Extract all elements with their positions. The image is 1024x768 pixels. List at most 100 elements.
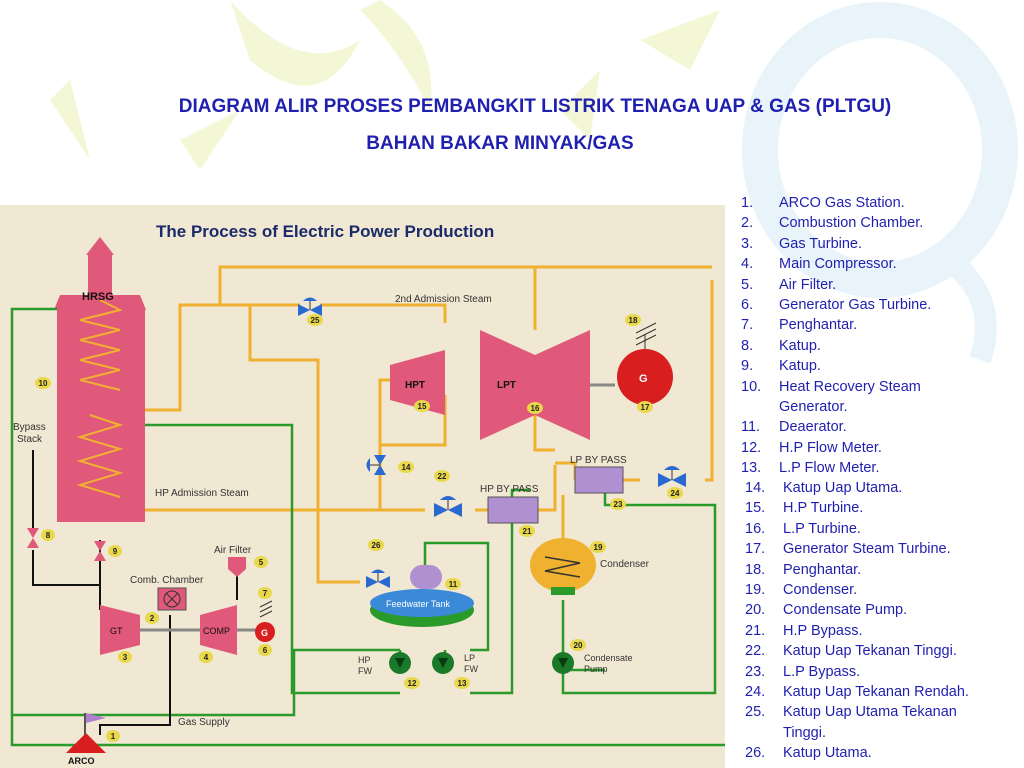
- page-subtitle: BAHAN BAKAR MINYAK/GAS: [366, 133, 634, 154]
- svg-text:LP: LP: [464, 653, 475, 663]
- bypass-stack-label-1: Bypass: [13, 422, 46, 433]
- svg-text:2: 2: [150, 614, 155, 623]
- legend-list-1: 1.ARCO Gas Station. 2.Combustion Chamber…: [741, 193, 931, 479]
- process-diagram: The Process of Electric Power Production…: [0, 205, 725, 768]
- number-badges: 10 8 9 2 3 4 5 6 7 1 25 15 16 17 18 14 2…: [35, 314, 683, 742]
- svg-text:FW: FW: [358, 666, 372, 676]
- gas-turbine: GT: [100, 605, 140, 655]
- legend-item: 25.Katup Uap Utama Tekanan: [745, 704, 957, 721]
- svg-text:HP: HP: [358, 655, 371, 665]
- arco-station: ARCO Gas Supply: [66, 713, 230, 766]
- svg-text:4: 4: [204, 653, 209, 662]
- svg-text:Air Filter: Air Filter: [214, 545, 252, 556]
- svg-text:10: 10: [39, 379, 48, 388]
- gas-turbine-generator: G: [237, 600, 275, 642]
- steam-lines: [145, 265, 714, 584]
- svg-text:17: 17: [641, 403, 650, 412]
- legend-item-cont: Tinggi.: [783, 724, 826, 741]
- hp-bypass: HP BY PASS: [480, 484, 539, 524]
- page-title: DIAGRAM ALIR PROSES PEMBANGKIT LISTRIK T…: [178, 96, 892, 117]
- svg-text:ARCO: ARCO: [68, 756, 95, 766]
- svg-text:Feedwater Tank: Feedwater Tank: [386, 599, 450, 609]
- legend-item: 22.Katup Uap Tekanan Tinggi.: [745, 643, 957, 660]
- svg-text:Condensate: Condensate: [584, 653, 633, 663]
- hp-turbine: HPT: [390, 350, 445, 415]
- legend-item: 16.L.P Turbine.: [745, 520, 861, 537]
- legend-item: 24.Katup Uap Tekanan Rendah.: [745, 684, 969, 701]
- legend-item: 11.Deaerator.: [741, 419, 847, 436]
- legend-item: 23.L.P Bypass.: [745, 663, 861, 680]
- legend-item: 3.Gas Turbine.: [741, 235, 863, 252]
- svg-text:Gas Supply: Gas Supply: [178, 717, 230, 728]
- svg-text:13: 13: [458, 679, 467, 688]
- legend-item: 4.Main Compressor.: [741, 256, 897, 273]
- svg-text:FW: FW: [464, 664, 478, 674]
- svg-text:1: 1: [111, 732, 116, 741]
- hrsg: HRSG: [54, 237, 146, 522]
- legend-item-cont: Generator.: [779, 399, 848, 416]
- legend-item: 7.Penghantar.: [741, 317, 858, 334]
- svg-text:G: G: [261, 628, 268, 638]
- legend-item: 10.Heat Recovery Steam: [741, 378, 921, 395]
- condensate-pump: Condensate Pump: [552, 652, 633, 674]
- bypass-stack-label-2: Stack: [17, 434, 43, 445]
- legend-item: 13.L.P Flow Meter.: [741, 460, 880, 477]
- svg-text:25: 25: [311, 316, 320, 325]
- svg-text:16: 16: [531, 404, 540, 413]
- water-lines: [10, 307, 725, 747]
- legend-list-2: 14.Katup Uap Utama. 15.H.P Turbine. 16.L…: [745, 478, 969, 764]
- svg-text:8: 8: [46, 531, 51, 540]
- second-admission-label: 2nd Admission Steam: [395, 294, 492, 305]
- legend-item: 14.Katup Uap Utama.: [745, 480, 903, 496]
- svg-text:11: 11: [449, 580, 458, 589]
- svg-text:3: 3: [123, 653, 128, 662]
- lp-fw-pump: LP FW: [432, 652, 478, 674]
- svg-text:5: 5: [259, 558, 264, 567]
- legend-item: 1.ARCO Gas Station.: [741, 195, 905, 211]
- diagram-heading: The Process of Electric Power Production: [156, 222, 494, 241]
- hp-fw-pump: HP FW: [358, 652, 411, 676]
- legend-item: 18.Penghantar.: [745, 561, 862, 578]
- lp-bypass: LP BY PASS: [570, 455, 627, 494]
- legend-item: 17.Generator Steam Turbine.: [745, 541, 951, 558]
- svg-text:Pump: Pump: [584, 664, 608, 674]
- legend-item: 15.H.P Turbine.: [745, 500, 864, 517]
- legend-item: 5.Air Filter.: [741, 276, 837, 293]
- svg-text:24: 24: [671, 489, 680, 498]
- svg-text:Comb. Chamber: Comb. Chamber: [130, 575, 204, 586]
- svg-text:HP BY PASS: HP BY PASS: [480, 484, 539, 495]
- lp-turbine: LPT: [480, 330, 615, 440]
- svg-text:21: 21: [523, 527, 532, 536]
- svg-text:12: 12: [408, 679, 417, 688]
- svg-text:23: 23: [614, 500, 623, 509]
- svg-text:HPT: HPT: [405, 380, 425, 391]
- condenser: Condenser: [530, 538, 650, 595]
- legend-item: 9.Katup.: [741, 358, 821, 375]
- legend-item: 8.Katup.: [741, 337, 821, 354]
- hp-admission-label: HP Admission Steam: [155, 488, 249, 499]
- steam-generator: G: [617, 322, 673, 405]
- legend-item: 21.H.P Bypass.: [745, 622, 863, 639]
- legend-item: 12.H.P Flow Meter.: [741, 439, 882, 456]
- svg-text:7: 7: [263, 589, 268, 598]
- svg-text:COMP: COMP: [203, 626, 230, 636]
- svg-text:GT: GT: [110, 626, 123, 636]
- svg-text:20: 20: [574, 641, 583, 650]
- air-filter: Air Filter: [214, 545, 252, 577]
- svg-text:LPT: LPT: [497, 380, 516, 391]
- svg-text:LP BY PASS: LP BY PASS: [570, 455, 627, 466]
- svg-text:6: 6: [263, 646, 268, 655]
- legend-item: 19.Condenser.: [745, 582, 858, 599]
- svg-text:22: 22: [438, 472, 447, 481]
- legend-item: 6.Generator Gas Turbine.: [741, 297, 932, 314]
- feedwater-tank: Feedwater Tank: [370, 565, 474, 627]
- svg-text:26: 26: [372, 541, 381, 550]
- svg-text:19: 19: [594, 543, 603, 552]
- svg-text:15: 15: [418, 402, 427, 411]
- legend-item: 20.Condensate Pump.: [745, 602, 908, 619]
- hrsg-label: HRSG: [82, 291, 114, 303]
- legend-item: 26.Katup Utama.: [745, 745, 872, 762]
- svg-text:G: G: [639, 373, 648, 385]
- svg-text:9: 9: [113, 547, 118, 556]
